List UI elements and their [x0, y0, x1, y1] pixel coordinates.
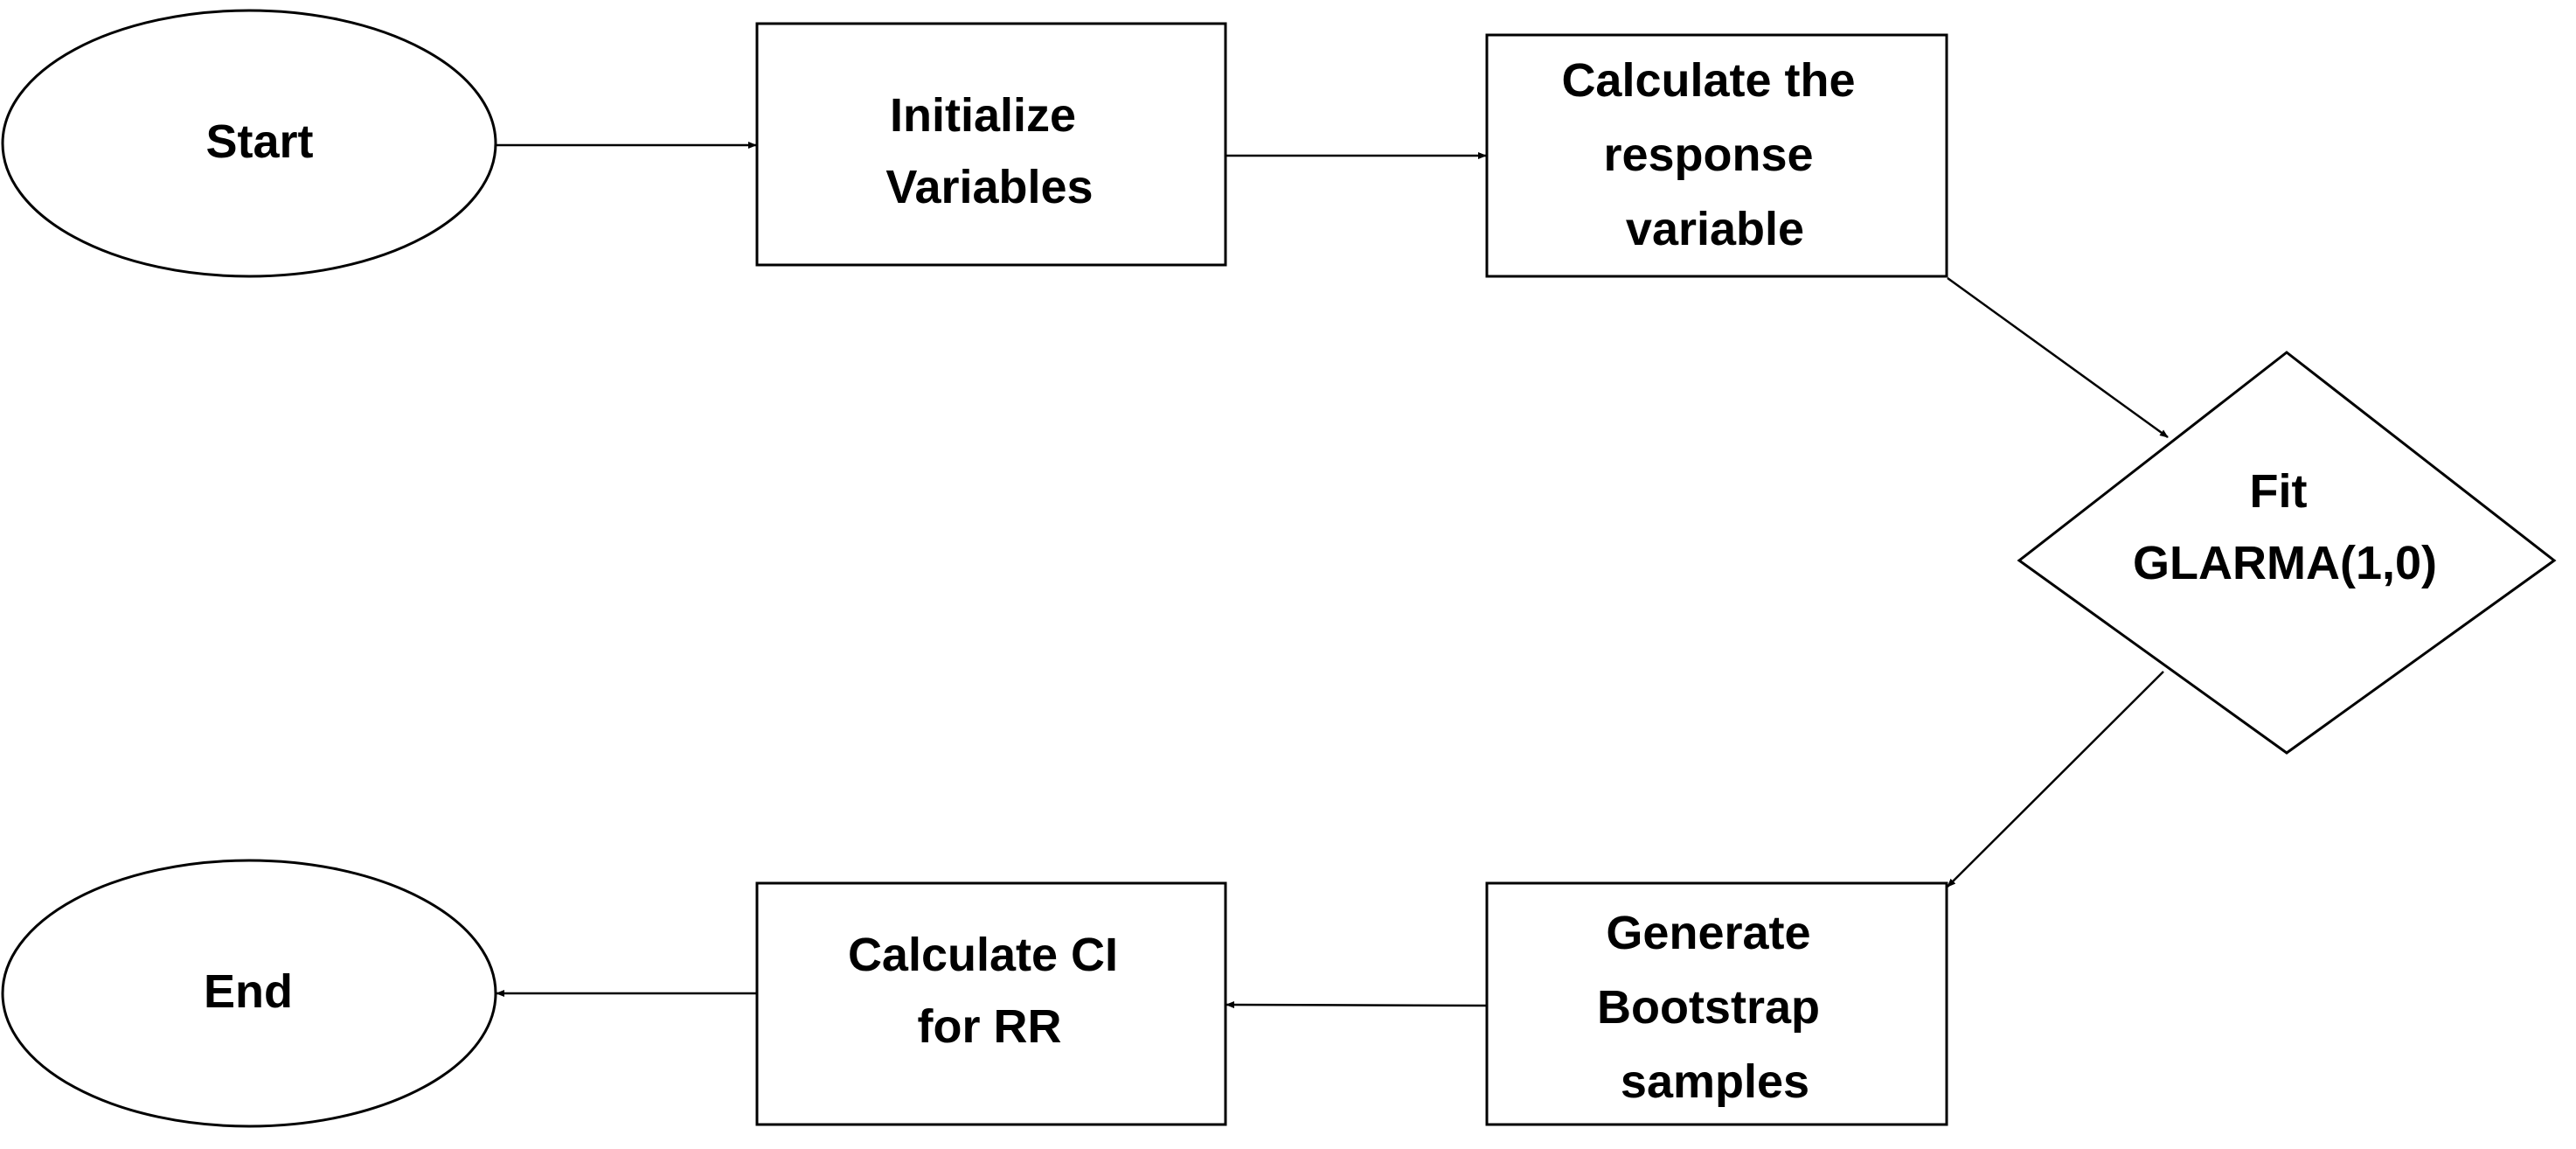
calc-response-label: Calculate the response variable: [1561, 54, 1868, 255]
calc-ci-label-line-2: for RR: [918, 1000, 1062, 1053]
end-label: End: [204, 965, 293, 1018]
bootstrap-label-line-3: samples: [1621, 1055, 1809, 1108]
calc-ci-label: Calculate CI for RR: [848, 929, 1131, 1053]
calc-ci-node: Calculate CI for RR: [755, 881, 1227, 1126]
bootstrap-box: [1485, 881, 1948, 1126]
calc-response-box: [1485, 33, 1948, 278]
calc-ci-box: [755, 881, 1227, 1126]
calc-response-node: Calculate the response variable: [1485, 33, 1948, 278]
fit-label-line-2: GLARMA(1,0): [2133, 537, 2437, 589]
bootstrap-node: Generate Bootstrap samples: [1485, 881, 1948, 1126]
init-label: Initialize Variables: [885, 89, 1093, 213]
fit-label: Fit GLARMA(1,0): [2133, 465, 2437, 589]
end-ellipse: [1, 859, 497, 1128]
end-node: End: [1, 859, 497, 1128]
calc-response-label-line-1: Calculate the: [1561, 54, 1855, 107]
fit-diamond: [2017, 351, 2557, 755]
edge-calc-response-to-fit: [1947, 276, 2169, 439]
calc-response-label-line-3: variable: [1626, 203, 1804, 255]
start-label-line-1: Start: [205, 115, 313, 168]
init-box: [755, 22, 1227, 267]
edge-fit-to-bootstrap: [1947, 671, 2164, 888]
calc-ci-label-line-1: Calculate CI: [848, 929, 1118, 981]
init-node: Initialize Variables: [755, 22, 1227, 267]
edges: [496, 142, 2169, 1009]
bootstrap-label: Generate Bootstrap samples: [1597, 907, 1833, 1108]
start-label: Start: [205, 115, 313, 168]
init-label-line-2: Variables: [885, 161, 1093, 213]
init-label-line-1: Initialize: [890, 89, 1076, 142]
fit-label-line-1: Fit: [2250, 465, 2308, 518]
end-label-line-1: End: [204, 965, 293, 1018]
start-node: Start: [1, 9, 497, 278]
edge-bootstrap-to-calc-ci: [1226, 1001, 1487, 1009]
start-ellipse: [1, 9, 497, 278]
bootstrap-label-line-1: Generate: [1606, 907, 1810, 959]
fit-node: Fit GLARMA(1,0): [2017, 351, 2557, 755]
calc-response-label-line-2: response: [1603, 129, 1813, 181]
bootstrap-label-line-2: Bootstrap: [1597, 981, 1820, 1034]
